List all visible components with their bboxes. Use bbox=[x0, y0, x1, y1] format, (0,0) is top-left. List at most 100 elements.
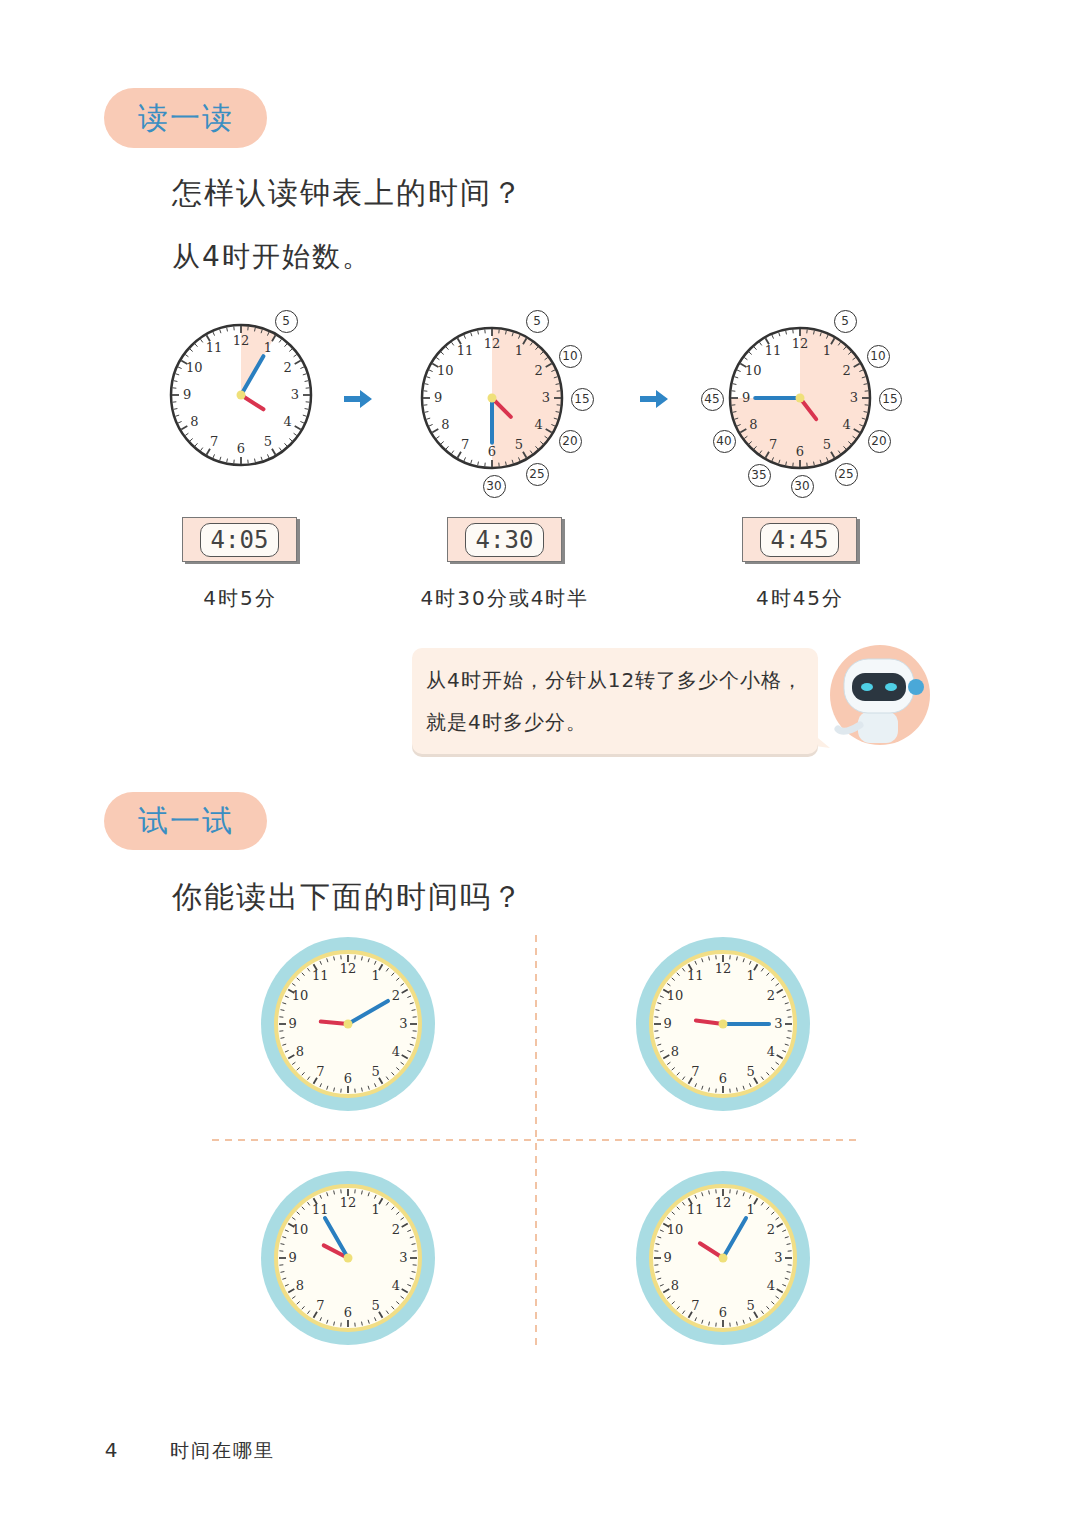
node-text: 25 bbox=[529, 467, 544, 481]
clock-tick bbox=[391, 1207, 394, 1210]
clock-tick bbox=[247, 460, 248, 464]
clock-tick bbox=[749, 352, 752, 355]
clock-tick bbox=[425, 411, 429, 413]
clock-tick bbox=[656, 1243, 660, 1245]
clock-tick bbox=[733, 383, 737, 385]
clock-numeral: 7 bbox=[691, 1298, 699, 1314]
clock-tick bbox=[267, 332, 269, 336]
clock-tick bbox=[292, 1217, 295, 1219]
clock-numeral: 11 bbox=[765, 344, 782, 360]
clock-tick bbox=[654, 1030, 658, 1031]
robot-arm bbox=[838, 725, 860, 731]
clock-tick bbox=[702, 1086, 703, 1090]
clock-tick bbox=[667, 1062, 670, 1064]
clock-numeral: 8 bbox=[190, 414, 198, 430]
clock-tick bbox=[279, 339, 281, 342]
clock-tick bbox=[410, 1003, 414, 1004]
clock-tick bbox=[766, 973, 769, 976]
clock-tick bbox=[715, 1089, 716, 1093]
clock-tick bbox=[289, 349, 292, 352]
clock-tick bbox=[297, 978, 300, 981]
node-text: 30 bbox=[794, 479, 809, 493]
clock-tick bbox=[813, 331, 815, 335]
circled-minute: 30 bbox=[483, 475, 506, 498]
clock-numeral: 12 bbox=[715, 1195, 732, 1211]
clock-tick bbox=[458, 452, 462, 458]
clock-tick bbox=[776, 1296, 779, 1298]
clock-tick bbox=[663, 1055, 669, 1059]
clock-tick bbox=[854, 364, 860, 368]
clock-tick bbox=[754, 347, 757, 350]
clock-tick bbox=[333, 1191, 335, 1195]
clock-tick bbox=[361, 957, 363, 961]
circled-minute: 20 bbox=[868, 430, 891, 453]
robot-ear bbox=[908, 679, 924, 695]
clock-tick bbox=[354, 955, 355, 959]
clock-tick bbox=[535, 446, 538, 449]
clock-tick bbox=[787, 1243, 791, 1245]
clock-tick bbox=[426, 377, 430, 378]
clock-tick bbox=[484, 463, 485, 467]
clock-tick bbox=[361, 1322, 363, 1326]
node-text: 5 bbox=[533, 314, 541, 328]
clock-tick bbox=[771, 978, 774, 981]
clock-tick bbox=[302, 1207, 305, 1210]
clock-tick bbox=[333, 1322, 335, 1326]
clock-numeral: 5 bbox=[372, 1298, 380, 1314]
clock-numeral: 8 bbox=[296, 1278, 304, 1294]
robot-avatar bbox=[830, 645, 930, 745]
clock-tick bbox=[413, 1030, 417, 1031]
clock-tick bbox=[302, 1306, 305, 1309]
node-text: 4:05 bbox=[200, 523, 280, 557]
clock-tick bbox=[300, 421, 304, 423]
clock-tick bbox=[279, 1257, 286, 1259]
clock-tick bbox=[200, 339, 202, 342]
clock-tick bbox=[702, 1192, 703, 1196]
minute-hand bbox=[490, 398, 494, 443]
clock-tick bbox=[498, 463, 499, 467]
clock-numeral: 11 bbox=[312, 1202, 329, 1218]
time-caption: 4时5分 bbox=[203, 586, 276, 610]
clock-numeral: 11 bbox=[687, 968, 704, 984]
clock-tick bbox=[682, 968, 684, 971]
clock-tick bbox=[327, 958, 328, 962]
clock-tick bbox=[297, 1301, 300, 1304]
node-text: 35 bbox=[751, 468, 766, 482]
clock-tick bbox=[297, 1067, 300, 1070]
clock-tick bbox=[733, 411, 737, 413]
clock-face bbox=[422, 328, 562, 468]
clock-tick bbox=[374, 1083, 376, 1087]
clock-dial bbox=[651, 952, 795, 1096]
clock-tick bbox=[782, 996, 786, 998]
clock-numeral: 1 bbox=[372, 1202, 380, 1218]
clock-tick bbox=[195, 344, 198, 347]
clock-tick bbox=[368, 1192, 369, 1196]
clock-tick bbox=[340, 1323, 341, 1327]
clock-tick bbox=[279, 1250, 283, 1251]
section-pill: 试一试 bbox=[104, 792, 267, 850]
clock-tick bbox=[307, 1077, 309, 1080]
node-text: 25 bbox=[838, 467, 853, 481]
clock-tick bbox=[396, 1212, 399, 1215]
clock-tick bbox=[505, 462, 507, 466]
node-text: 读一读 bbox=[138, 98, 234, 139]
clock-tick bbox=[777, 1289, 783, 1293]
clock-tick bbox=[788, 1264, 792, 1265]
clock-face bbox=[261, 1171, 435, 1345]
clock-tick bbox=[761, 1202, 763, 1205]
clock-tick bbox=[407, 996, 411, 998]
clock-tick bbox=[297, 1212, 300, 1215]
circled-minute: 5 bbox=[834, 310, 857, 333]
clock-tick bbox=[776, 1062, 779, 1064]
circled-minute: 10 bbox=[559, 345, 582, 368]
clock-tick bbox=[432, 429, 438, 433]
clock-tick bbox=[702, 958, 703, 962]
clock-tick bbox=[386, 1202, 388, 1205]
clock-tick bbox=[174, 408, 178, 410]
clock-tick bbox=[226, 459, 228, 463]
clock-tick bbox=[396, 1301, 399, 1304]
digital-display: 4:05 bbox=[182, 517, 297, 562]
clock-tick bbox=[737, 370, 741, 372]
clock-tick bbox=[667, 1217, 670, 1219]
